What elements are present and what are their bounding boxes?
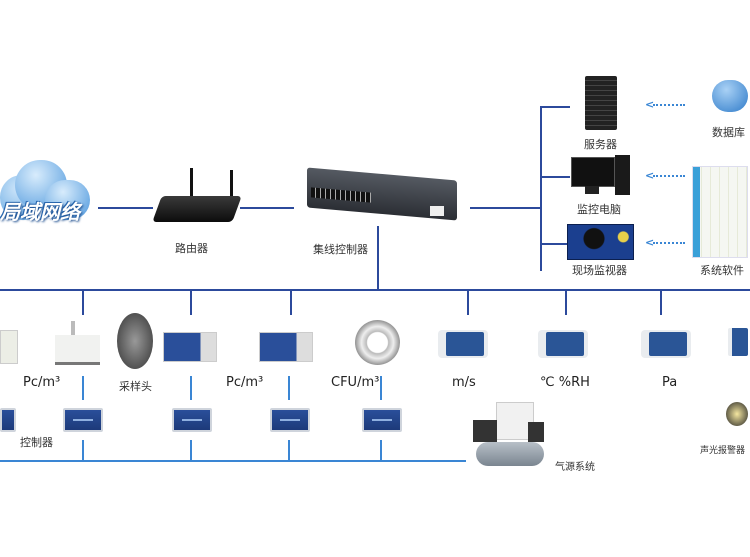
arrow-left-icon: <	[645, 237, 685, 248]
drop-line	[288, 376, 290, 400]
controller-icon	[0, 408, 16, 432]
arrow-left-icon: <	[645, 170, 685, 181]
server-label: 服务器	[584, 138, 617, 151]
air-compressor-icon	[468, 402, 548, 472]
link-line	[98, 207, 153, 209]
air-velocity-sensor-icon	[438, 330, 488, 358]
arrow-left-icon: <	[645, 99, 685, 110]
branch-line	[540, 176, 570, 178]
controller-icon	[270, 408, 310, 432]
drop-line	[380, 376, 382, 400]
drop-line	[82, 290, 84, 315]
particle-counter-icon	[55, 321, 100, 365]
drop-line	[82, 376, 84, 400]
unit-label: m/s	[452, 375, 476, 390]
unit-label: ℃ %RH	[540, 375, 590, 390]
branch-line	[540, 106, 570, 108]
database-label: 数据库	[712, 126, 745, 139]
controller-icon	[172, 408, 212, 432]
hub-drop-line	[377, 226, 379, 290]
particle-counter-icon	[163, 332, 217, 362]
unit-label: Pc/m³	[23, 375, 61, 390]
temp-humidity-sensor-icon	[538, 330, 588, 358]
controller-label: 控制器	[20, 436, 53, 449]
router-label: 路由器	[175, 242, 208, 255]
software-label: 系统软件	[700, 264, 744, 277]
controller-icon	[362, 408, 402, 432]
router-icon	[152, 168, 242, 226]
unit-label: 采样头	[119, 380, 152, 393]
drop-line	[190, 290, 192, 315]
drop-line	[190, 440, 192, 461]
unit-label: Pc/m³	[226, 375, 264, 390]
branch-line	[540, 243, 570, 245]
sensor-icon	[728, 328, 748, 356]
link-line	[240, 207, 294, 209]
drop-line	[290, 290, 292, 315]
sub-bus-line	[0, 460, 466, 462]
sensor-box-icon	[0, 330, 18, 364]
sampling-head-icon	[117, 313, 153, 369]
server-bracket-line	[540, 106, 542, 271]
hub-label: 集线控制器	[313, 243, 368, 256]
pressure-sensor-icon	[641, 330, 691, 358]
drop-line	[660, 290, 662, 315]
main-bus-line	[0, 289, 750, 291]
unit-label: Pa	[662, 375, 678, 390]
alarm-light-icon	[726, 402, 748, 426]
system-software-screenshot	[692, 166, 748, 258]
unit-label: CFU/m³	[331, 375, 380, 390]
microbial-sampler-icon	[355, 320, 400, 365]
lan-label: 局域网络	[0, 200, 80, 224]
site-monitor-icon	[567, 224, 634, 260]
hub-switch-icon	[305, 167, 460, 228]
site-monitor-label: 现场监视器	[572, 264, 627, 277]
drop-line	[288, 440, 290, 461]
drop-line	[380, 440, 382, 461]
lan-cloud-icon	[0, 155, 92, 225]
link-line	[470, 207, 540, 209]
server-icon	[585, 76, 617, 130]
particle-counter-icon	[259, 332, 313, 362]
database-cloud-icon	[712, 80, 748, 112]
controller-icon	[63, 408, 103, 432]
air-source-label: 气源系统	[555, 462, 595, 473]
alarm-label: 声光报警器	[700, 446, 746, 456]
drop-line	[565, 290, 567, 315]
monitor-pc-icon	[571, 155, 631, 197]
drop-line	[82, 440, 84, 461]
monitor-pc-label: 监控电脑	[577, 203, 621, 216]
drop-line	[467, 290, 469, 315]
drop-line	[190, 376, 192, 400]
